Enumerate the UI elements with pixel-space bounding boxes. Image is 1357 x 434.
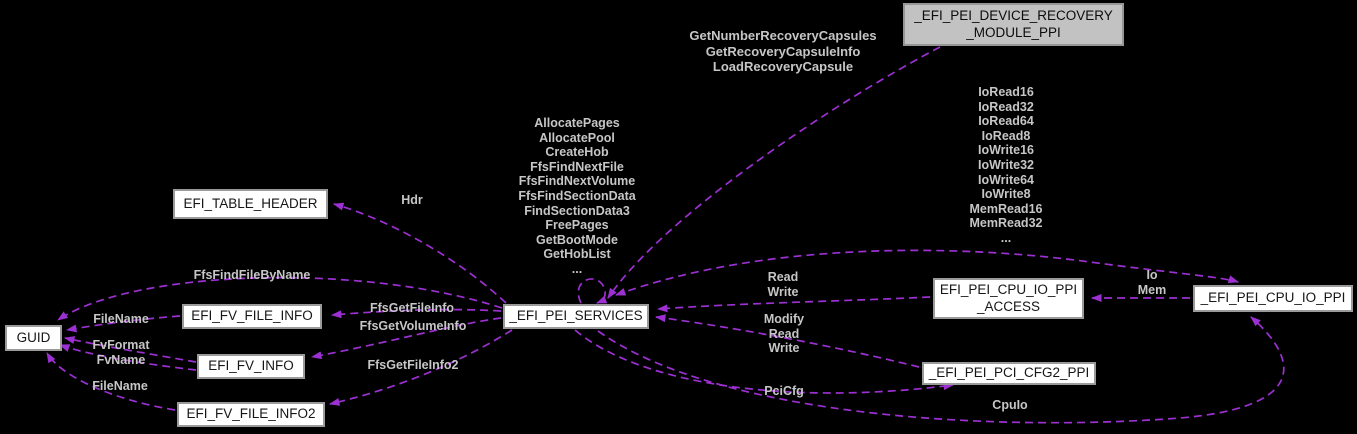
edge-access-to-services-readwrite xyxy=(657,296,931,313)
node-efi-pei-services[interactable]: _EFI_PEI_SERVICES xyxy=(503,304,649,329)
node-efi-pei-device-recovery-module-ppi[interactable]: _EFI_PEI_DEVICE_RECOVERY _MODULE_PPI xyxy=(903,3,1124,46)
edge-recovery-to-services xyxy=(607,46,941,299)
edge-label-io-mem: Io Mem xyxy=(1137,268,1167,297)
edge-services-to-fvfileinfo xyxy=(331,308,502,319)
edge-label-file-name-1: FileName xyxy=(93,312,149,326)
edge-label-fv-format-fv-name: FvFormat FvName xyxy=(92,338,150,367)
edge-fvinfo-to-guid-fvformat xyxy=(64,336,197,363)
edge-services-to-fvinfo xyxy=(311,317,502,360)
edge-services-to-pcicfg2-pcicfg xyxy=(574,329,954,394)
node-efi-pei-pci-cfg2-ppi[interactable]: _EFI_PEI_PCI_CFG2_PPI xyxy=(922,362,1096,385)
node-efi-fv-info[interactable]: EFI_FV_INFO xyxy=(197,354,305,379)
edge-label-modify-read-write: Modify Read Write xyxy=(763,312,805,356)
edge-label-ffs-get-file-info: FfsGetFileInfo xyxy=(369,301,455,315)
edge-label-recovery-functions: GetNumberRecoveryCapsules GetRecoveryCap… xyxy=(689,28,877,74)
edge-label-ffs-get-volume-info: FfsGetVolumeInfo xyxy=(359,319,467,333)
edge-cpuio-services-iofuncs xyxy=(615,249,1239,296)
edge-pcicfg2-to-services-modify xyxy=(655,314,920,368)
edge-label-io-functions: IoRead16 IoRead32 IoRead64 IoRead8 IoWri… xyxy=(969,85,1043,245)
edge-fvfileinfo2-to-guid-filename xyxy=(46,352,176,411)
edge-services-to-guid-ffsfindfile xyxy=(57,276,503,321)
edge-label-pci-cfg: PciCfg xyxy=(764,384,804,398)
node-efi-pei-cpu-io-ppi[interactable]: _EFI_PEI_CPU_IO_PPI xyxy=(1193,285,1353,312)
node-efi-table-header[interactable]: EFI_TABLE_HEADER xyxy=(173,189,328,219)
node-efi-fv-file-info[interactable]: EFI_FV_FILE_INFO xyxy=(182,304,322,329)
edge-label-read-write: Read Write xyxy=(767,270,799,299)
edge-services-self-loop xyxy=(577,278,608,304)
edge-services-to-fvfileinfo2 xyxy=(329,329,513,406)
edge-label-hdr: Hdr xyxy=(401,193,423,207)
node-guid[interactable]: GUID xyxy=(5,325,62,351)
edge-label-services-self-functions: AllocatePages AllocatePool CreateHob Ffs… xyxy=(518,116,636,276)
edge-services-to-cpuio-cpuio xyxy=(597,316,1285,424)
edge-fvfileinfo-to-guid-filename xyxy=(66,315,181,333)
node-efi-fv-file-info2[interactable]: EFI_FV_FILE_INFO2 xyxy=(177,402,325,427)
edge-label-file-name-2: FileName xyxy=(92,379,148,393)
node-efi-pei-cpu-io-ppi-access[interactable]: EFI_PEI_CPU_IO_PPI _ACCESS xyxy=(933,278,1084,319)
edge-fvinfo-to-guid-fvname xyxy=(59,344,197,371)
edge-label-cpu-io: CpuIo xyxy=(992,398,1028,412)
edge-label-ffs-find-file-by-name: FfsFindFileByName xyxy=(193,268,311,282)
edge-label-ffs-get-file-info2: FfsGetFileInfo2 xyxy=(367,358,459,372)
edge-services-to-tableheader-hdr xyxy=(333,202,507,304)
